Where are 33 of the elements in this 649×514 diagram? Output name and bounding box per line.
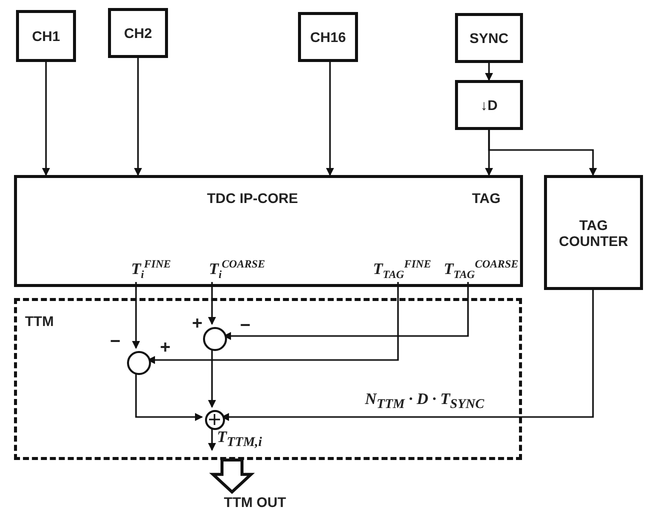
- output-arrow: [209, 458, 255, 494]
- arrow: [485, 63, 493, 81]
- arrow: [42, 62, 50, 176]
- arrow: [208, 427, 216, 451]
- block-title: CH1: [30, 28, 61, 44]
- arrow: [132, 282, 140, 349]
- summing-junction: [127, 351, 151, 375]
- signal-name: T$_{TTM,i}$: [217, 430, 262, 449]
- block-title: TAG COUNTER: [558, 216, 630, 249]
- block-box: [455, 80, 523, 130]
- block-box: [14, 175, 523, 287]
- summing-junction: [205, 410, 225, 430]
- arrow: [135, 372, 203, 421]
- block-title: ↓D: [479, 96, 499, 114]
- block-title: CH16: [309, 28, 347, 46]
- arrow: [488, 130, 597, 176]
- signal-name: N$_{TTM}$ · D · T$_{SYNC}$: [365, 392, 484, 411]
- summing-junction: [203, 327, 227, 351]
- region-title: TTM: [25, 313, 54, 330]
- arrow: [326, 62, 334, 176]
- block-title: TTM OUT: [224, 494, 286, 510]
- arrow: [208, 348, 216, 408]
- block-title: SYNC: [468, 30, 510, 46]
- block-box: [108, 8, 168, 58]
- block-box: [455, 13, 523, 63]
- block-box: [16, 10, 76, 62]
- arrow: [208, 282, 216, 325]
- block-title: CH2: [122, 24, 153, 42]
- arrow: [134, 58, 142, 176]
- block-title: TDC IP-CORE: [207, 190, 298, 206]
- block-tag: TAG: [472, 190, 501, 206]
- block-box: [544, 175, 643, 290]
- block-box: [298, 12, 358, 62]
